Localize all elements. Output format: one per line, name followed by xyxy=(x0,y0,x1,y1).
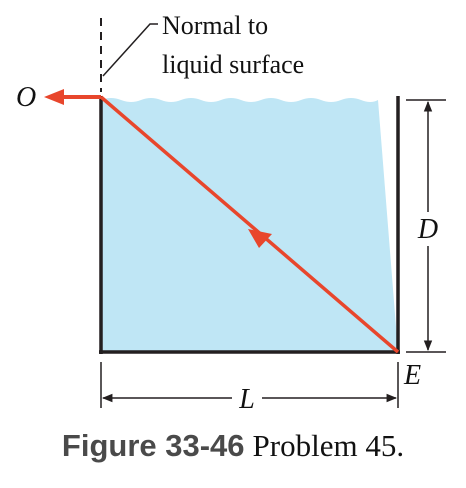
length-label: L xyxy=(238,384,255,415)
depth-label: D xyxy=(417,214,438,245)
normal-label-line-2: liquid surface xyxy=(162,50,304,79)
normal-label-line-1: Normal to xyxy=(162,11,268,40)
figure-number: Figure 33-46 xyxy=(61,428,245,463)
point-e-label: E xyxy=(403,360,421,391)
ray-direction-arrow xyxy=(248,229,272,248)
refracted-ray xyxy=(99,95,400,354)
emerging-ray-arrowhead xyxy=(44,89,64,105)
point-o-label: O xyxy=(16,82,36,113)
figure-caption-text: Problem 45. xyxy=(252,428,405,463)
normal-leader-line xyxy=(102,23,158,77)
